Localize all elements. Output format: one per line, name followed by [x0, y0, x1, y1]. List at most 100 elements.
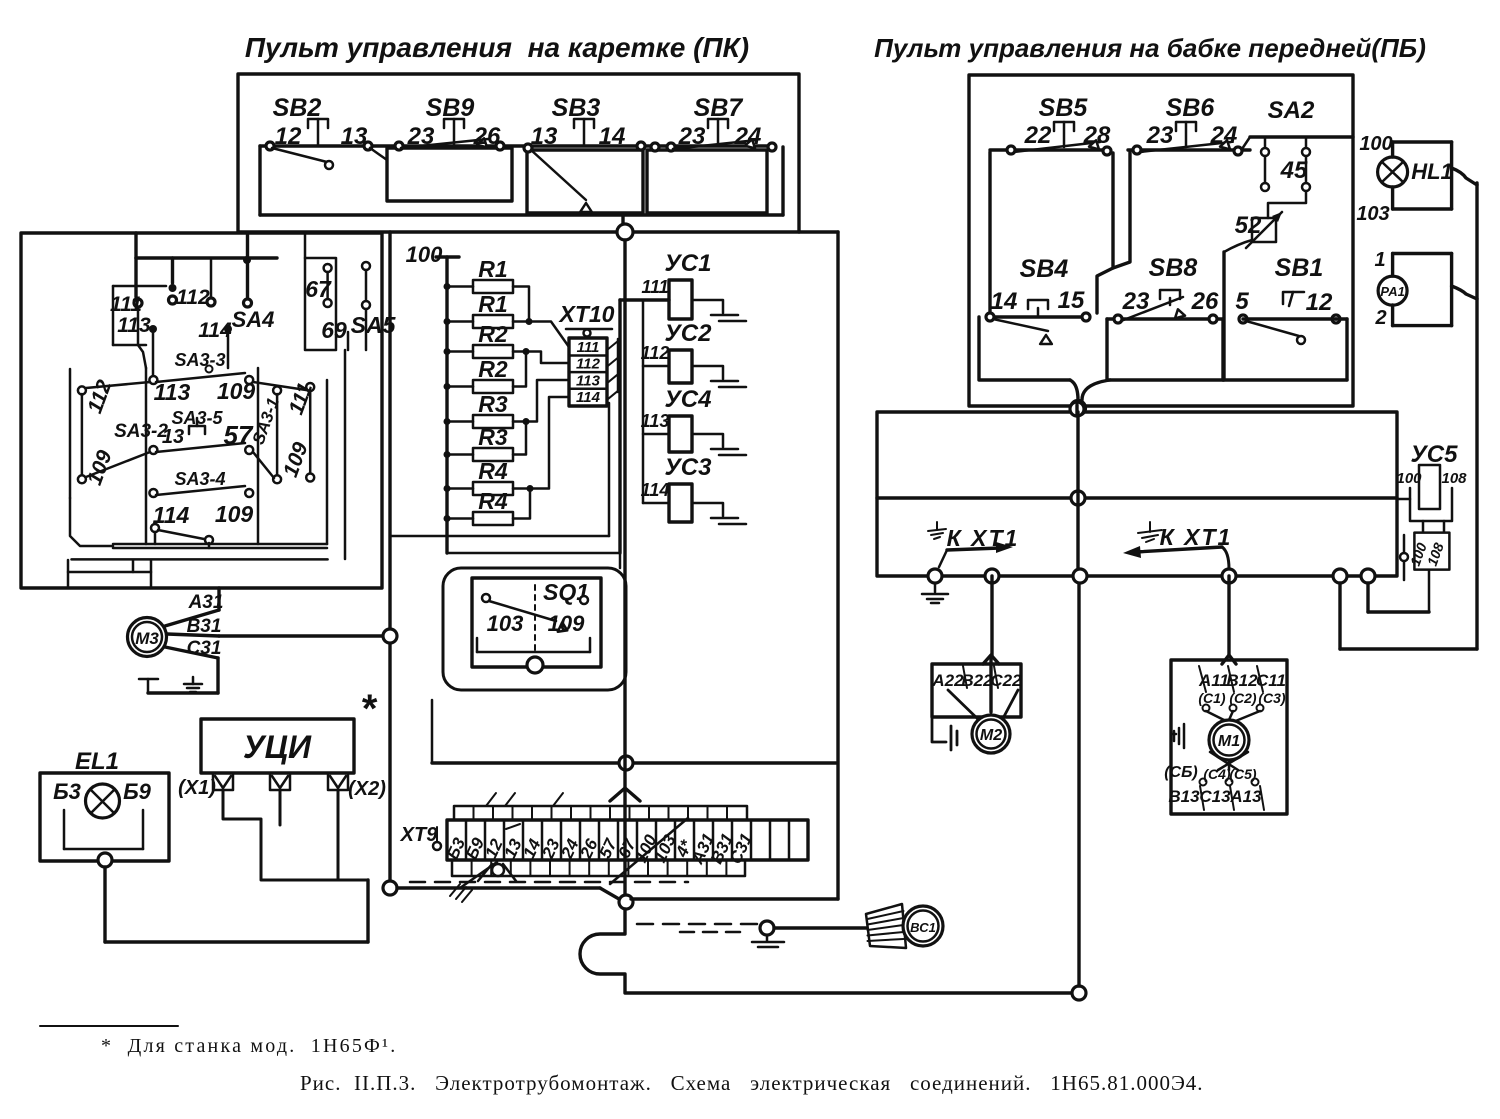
svg-text:112: 112 [176, 286, 210, 309]
svg-text:* Для станка мод. 1Н65Ф¹.: * Для станка мод. 1Н65Ф¹. [101, 1035, 397, 1057]
svg-text:28: 28 [1083, 122, 1111, 149]
svg-text:14: 14 [991, 288, 1018, 315]
svg-text:26: 26 [473, 123, 501, 150]
svg-text:12: 12 [1306, 289, 1333, 316]
svg-text:SB4: SB4 [1020, 255, 1069, 283]
svg-text:5: 5 [1235, 288, 1249, 315]
svg-text:SB8: SB8 [1149, 254, 1198, 282]
svg-text:13: 13 [341, 123, 368, 150]
svg-text:100: 100 [1396, 470, 1422, 487]
svg-text:XT9: XT9 [400, 824, 439, 846]
svg-text:24: 24 [734, 123, 762, 150]
svg-text:SB6: SB6 [1166, 94, 1216, 122]
svg-text:23: 23 [407, 123, 435, 150]
svg-text:SB2: SB2 [273, 94, 322, 122]
svg-text:26: 26 [1191, 288, 1219, 315]
svg-text:13: 13 [162, 426, 184, 448]
svg-text:113: 113 [576, 372, 601, 389]
svg-text:А11: А11 [1198, 671, 1229, 690]
svg-text:109: 109 [548, 611, 585, 636]
svg-text:23: 23 [1146, 122, 1174, 149]
svg-text:(С3): (С3) [1258, 690, 1286, 706]
svg-text:SA4: SA4 [232, 307, 275, 332]
svg-text:УС3: УС3 [665, 454, 713, 481]
svg-text:R3: R3 [478, 424, 508, 450]
svg-text:М2: М2 [980, 727, 1002, 744]
svg-text:103: 103 [1356, 203, 1389, 225]
svg-text:1: 1 [1374, 249, 1385, 271]
svg-text:13: 13 [531, 123, 558, 150]
svg-text:(С5): (С5) [1229, 766, 1257, 782]
svg-text:R1: R1 [478, 256, 507, 282]
svg-text:УС2: УС2 [665, 320, 713, 347]
svg-text:111: 111 [110, 293, 142, 316]
svg-text:РА1: РА1 [1380, 284, 1404, 299]
svg-text:HL1: HL1 [1411, 159, 1453, 184]
svg-text:109: 109 [215, 501, 254, 527]
svg-text:SB1: SB1 [1275, 254, 1324, 282]
svg-text:*: * [360, 687, 378, 731]
svg-text:100: 100 [1359, 133, 1392, 155]
svg-text:Б3: Б3 [53, 779, 81, 804]
svg-text:14: 14 [599, 123, 626, 150]
svg-text:R4: R4 [478, 488, 508, 514]
svg-text:УС1: УС1 [665, 250, 712, 277]
svg-text:SA3-3: SA3-3 [174, 350, 225, 370]
svg-text:А22: А22 [931, 671, 964, 690]
svg-text:2: 2 [1374, 307, 1386, 329]
svg-text:В22: В22 [961, 671, 993, 690]
svg-text:SB5: SB5 [1039, 94, 1089, 122]
svg-text:52: 52 [1235, 212, 1262, 239]
svg-text:R4: R4 [478, 458, 508, 484]
svg-text:103: 103 [487, 611, 524, 636]
svg-text:108: 108 [1424, 540, 1447, 568]
svg-text:100: 100 [406, 242, 443, 267]
svg-text:114: 114 [576, 389, 601, 406]
svg-text:113: 113 [117, 314, 151, 337]
svg-text:45: 45 [1280, 157, 1308, 184]
svg-text:(С1): (С1) [1198, 690, 1226, 706]
svg-text:(СБ): (СБ) [1164, 764, 1198, 781]
svg-text:SB9: SB9 [426, 94, 475, 122]
svg-text:R3: R3 [478, 391, 508, 417]
svg-text:SA3-2: SA3-2 [114, 421, 168, 442]
svg-text:В12: В12 [1226, 671, 1258, 690]
svg-text:100: 100 [1407, 540, 1430, 568]
svg-text:SA3-4: SA3-4 [174, 469, 225, 489]
svg-text:R1: R1 [478, 291, 507, 317]
svg-text:113: 113 [641, 411, 670, 431]
svg-text:С13: С13 [1199, 787, 1231, 806]
svg-text:Пульт управления на каретке (: Пульт управления на каретке (ПК) [245, 32, 749, 63]
svg-text:В31: В31 [187, 616, 222, 637]
svg-text:А31: А31 [188, 592, 224, 613]
svg-text:ВС1: ВС1 [910, 920, 936, 935]
svg-text:EL1: EL1 [75, 748, 119, 775]
svg-text:24: 24 [1210, 122, 1238, 149]
svg-text:А13: А13 [1229, 787, 1262, 806]
svg-text:109: 109 [217, 378, 256, 404]
svg-text:23: 23 [678, 123, 706, 150]
svg-text:69: 69 [321, 317, 347, 343]
svg-text:С22: С22 [990, 671, 1022, 690]
svg-text:114: 114 [641, 480, 670, 500]
svg-text:(С2): (С2) [1229, 690, 1257, 706]
svg-text:С11: С11 [1256, 671, 1286, 690]
svg-text:113: 113 [154, 379, 191, 405]
svg-text:Б9: Б9 [123, 779, 152, 804]
svg-text:М1: М1 [1218, 733, 1240, 750]
svg-text:112: 112 [576, 356, 601, 373]
svg-text:XT10: XT10 [558, 301, 615, 327]
svg-text:Пульт управления на бабке пере: Пульт управления на бабке передней(ПБ) [874, 33, 1426, 63]
svg-text:114: 114 [198, 319, 232, 342]
svg-text:(X1): (X1) [178, 777, 216, 799]
svg-text:В13: В13 [1168, 787, 1200, 806]
svg-text:УЦИ: УЦИ [243, 729, 312, 765]
svg-text:С31: С31 [187, 638, 222, 659]
svg-text:15: 15 [1058, 287, 1085, 314]
svg-text:(С4): (С4) [1203, 766, 1231, 782]
svg-text:SA2: SA2 [1268, 97, 1315, 124]
svg-text:SB7: SB7 [694, 94, 744, 122]
svg-text:108: 108 [1441, 470, 1467, 487]
svg-text:111: 111 [577, 339, 600, 356]
svg-text:Рис. II.П.3. Электротрубомо: Рис. II.П.3. Электротрубомонтаж. Схема э… [300, 1071, 1204, 1095]
